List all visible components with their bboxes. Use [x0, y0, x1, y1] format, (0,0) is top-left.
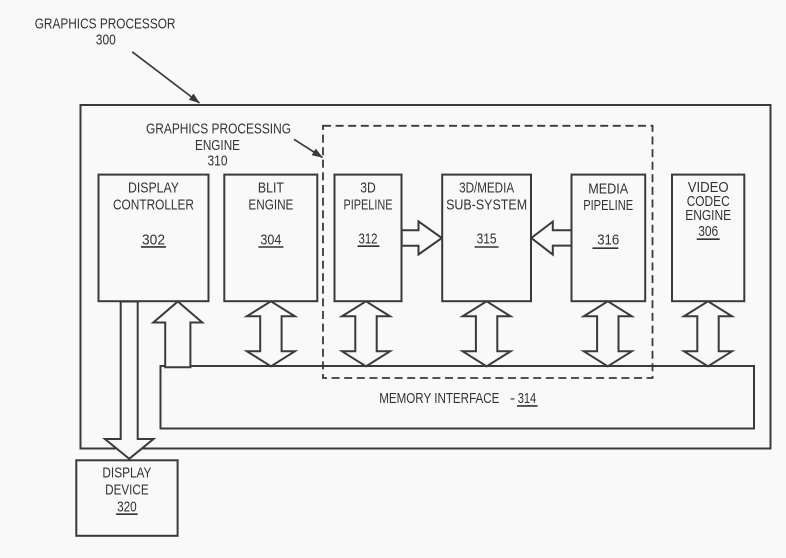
svg-text:310: 310: [208, 152, 228, 169]
svg-text:ENGINE: ENGINE: [195, 137, 240, 154]
svg-text:ENGINE: ENGINE: [248, 196, 293, 213]
svg-text:BLIT: BLIT: [258, 180, 284, 197]
svg-text:CODEC: CODEC: [687, 193, 730, 210]
svg-text:314: 314: [518, 390, 537, 407]
svg-text:3D/MEDIA: 3D/MEDIA: [459, 179, 514, 196]
svg-text:GRAPHICS PROCESSOR: GRAPHICS PROCESSOR: [35, 16, 176, 33]
svg-text:MEMORY INTERFACE: MEMORY INTERFACE: [379, 390, 499, 407]
svg-text:MEDIA: MEDIA: [588, 180, 628, 197]
svg-text:3D: 3D: [360, 180, 376, 197]
svg-text:GRAPHICS PROCESSING: GRAPHICS PROCESSING: [146, 121, 291, 138]
svg-text:SUB-SYSTEM: SUB-SYSTEM: [446, 196, 527, 213]
svg-text:312: 312: [359, 230, 378, 247]
svg-text:DISPLAY: DISPLAY: [102, 464, 151, 481]
svg-text:VIDEO: VIDEO: [688, 179, 729, 196]
svg-text:300: 300: [96, 32, 116, 49]
svg-text:-: -: [510, 390, 515, 407]
svg-text:DISPLAY: DISPLAY: [128, 180, 179, 197]
svg-text:PIPELINE: PIPELINE: [344, 196, 393, 213]
svg-text:315: 315: [477, 231, 497, 248]
svg-text:ENGINE: ENGINE: [685, 207, 731, 224]
svg-text:PIPELINE: PIPELINE: [583, 197, 633, 214]
svg-text:DEVICE: DEVICE: [105, 481, 149, 498]
svg-text:302: 302: [142, 231, 165, 248]
svg-text:CONTROLLER: CONTROLLER: [113, 196, 194, 213]
svg-text:320: 320: [117, 498, 137, 515]
svg-text:316: 316: [597, 232, 619, 249]
svg-text:304: 304: [260, 231, 281, 248]
svg-text:306: 306: [698, 223, 718, 240]
